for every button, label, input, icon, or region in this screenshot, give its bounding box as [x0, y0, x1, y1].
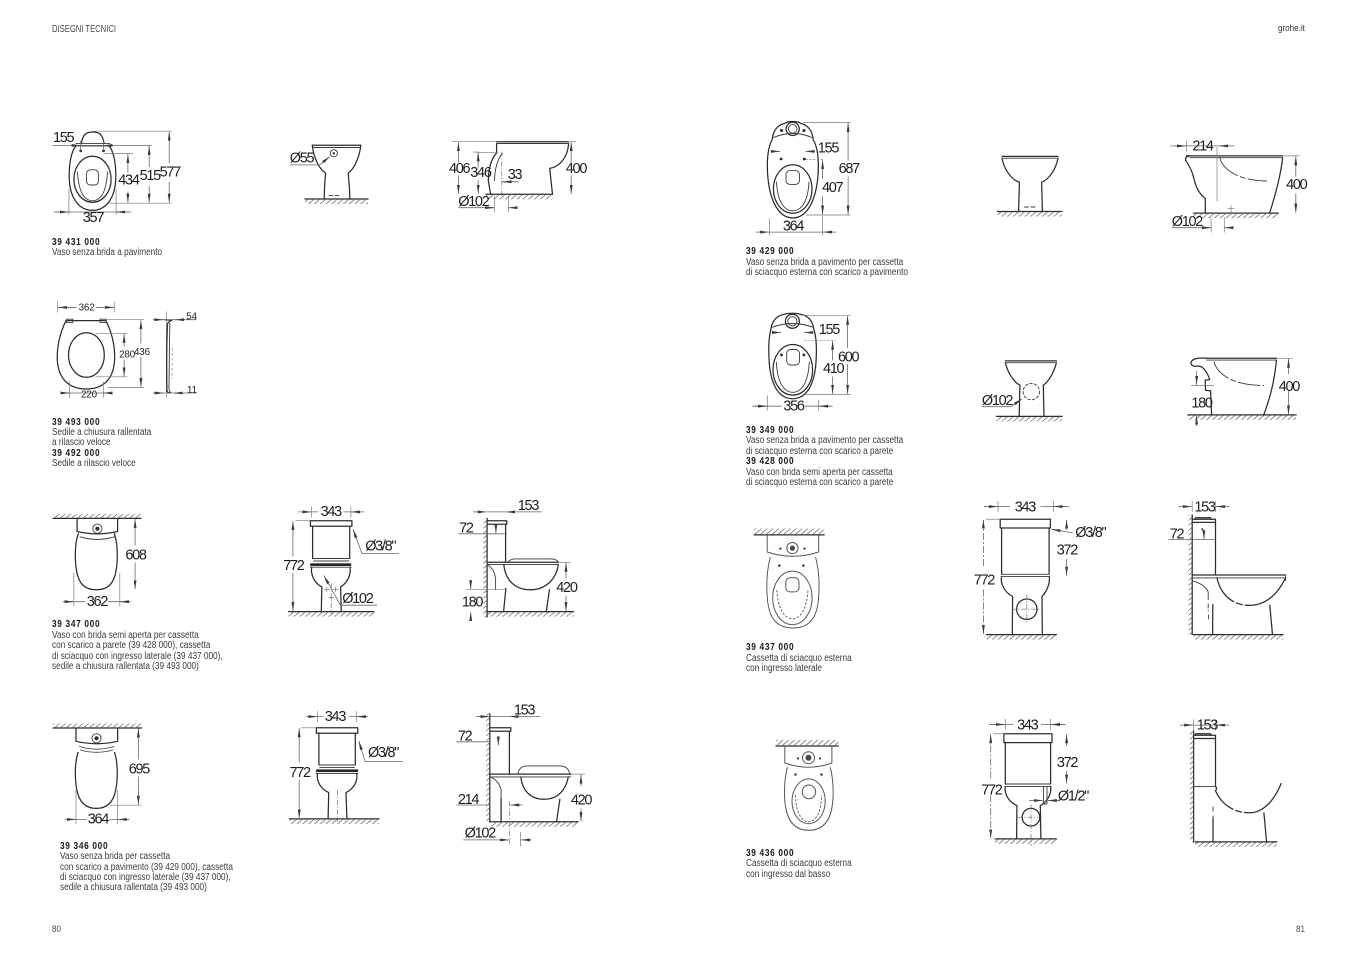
- svg-text:362: 362: [79, 303, 95, 314]
- svg-text:155: 155: [819, 322, 841, 338]
- svg-text:Ø102: Ø102: [1172, 214, 1204, 230]
- svg-text:577: 577: [160, 165, 182, 181]
- svg-text:Ø102: Ø102: [982, 393, 1014, 409]
- svg-text:407: 407: [822, 180, 844, 196]
- svg-text:687: 687: [839, 161, 861, 177]
- svg-text:772: 772: [290, 765, 312, 781]
- svg-text:Ø102: Ø102: [465, 826, 497, 842]
- svg-text:400: 400: [1279, 379, 1301, 395]
- svg-text:362: 362: [87, 594, 109, 610]
- svg-text:Ø55: Ø55: [290, 150, 315, 166]
- svg-text:180: 180: [1191, 396, 1213, 412]
- svg-text:608: 608: [125, 548, 147, 564]
- svg-text:364: 364: [783, 218, 805, 234]
- svg-text:Ø1/2": Ø1/2": [1058, 788, 1089, 804]
- svg-text:Ø3/8": Ø3/8": [365, 539, 396, 555]
- svg-text:153: 153: [1194, 500, 1216, 516]
- svg-text:772: 772: [974, 572, 996, 588]
- svg-text:772: 772: [283, 558, 305, 574]
- svg-text:515: 515: [140, 168, 162, 184]
- svg-text:695: 695: [129, 762, 151, 778]
- svg-text:600: 600: [838, 349, 860, 365]
- svg-text:33: 33: [508, 167, 523, 183]
- svg-text:372: 372: [1057, 755, 1079, 771]
- svg-text:155: 155: [53, 130, 75, 146]
- svg-text:364: 364: [88, 812, 110, 828]
- svg-text:434: 434: [118, 173, 140, 189]
- svg-text:153: 153: [514, 703, 536, 719]
- svg-text:220: 220: [81, 390, 98, 401]
- svg-text:346: 346: [470, 165, 492, 181]
- svg-text:343: 343: [1017, 718, 1039, 734]
- svg-text:54: 54: [186, 311, 197, 322]
- svg-text:214: 214: [458, 792, 480, 808]
- svg-text:155: 155: [818, 140, 840, 156]
- svg-text:420: 420: [571, 793, 593, 809]
- svg-text:357: 357: [83, 210, 105, 226]
- svg-text:72: 72: [459, 521, 474, 537]
- svg-text:72: 72: [1170, 526, 1185, 542]
- svg-text:400: 400: [566, 161, 588, 177]
- svg-text:72: 72: [458, 729, 473, 745]
- svg-text:Ø3/8": Ø3/8": [368, 745, 399, 761]
- svg-text:Ø102: Ø102: [458, 194, 490, 210]
- svg-text:400: 400: [1286, 177, 1308, 193]
- svg-text:772: 772: [981, 782, 1003, 798]
- svg-text:343: 343: [1015, 500, 1037, 516]
- svg-text:343: 343: [321, 504, 343, 520]
- svg-text:153: 153: [518, 498, 540, 514]
- svg-text:436: 436: [134, 347, 151, 358]
- svg-text:356: 356: [783, 399, 805, 415]
- svg-text:372: 372: [1057, 543, 1079, 559]
- svg-text:420: 420: [556, 580, 578, 596]
- svg-text:280: 280: [119, 350, 136, 361]
- svg-text:180: 180: [462, 595, 484, 611]
- svg-text:410: 410: [823, 361, 845, 377]
- svg-text:11: 11: [187, 385, 197, 396]
- svg-text:Ø102: Ø102: [342, 591, 374, 607]
- svg-text:Ø3/8": Ø3/8": [1075, 525, 1106, 541]
- svg-text:406: 406: [449, 161, 471, 177]
- svg-text:343: 343: [325, 709, 347, 725]
- svg-text:214: 214: [1192, 138, 1214, 154]
- svg-text:153: 153: [1197, 717, 1219, 733]
